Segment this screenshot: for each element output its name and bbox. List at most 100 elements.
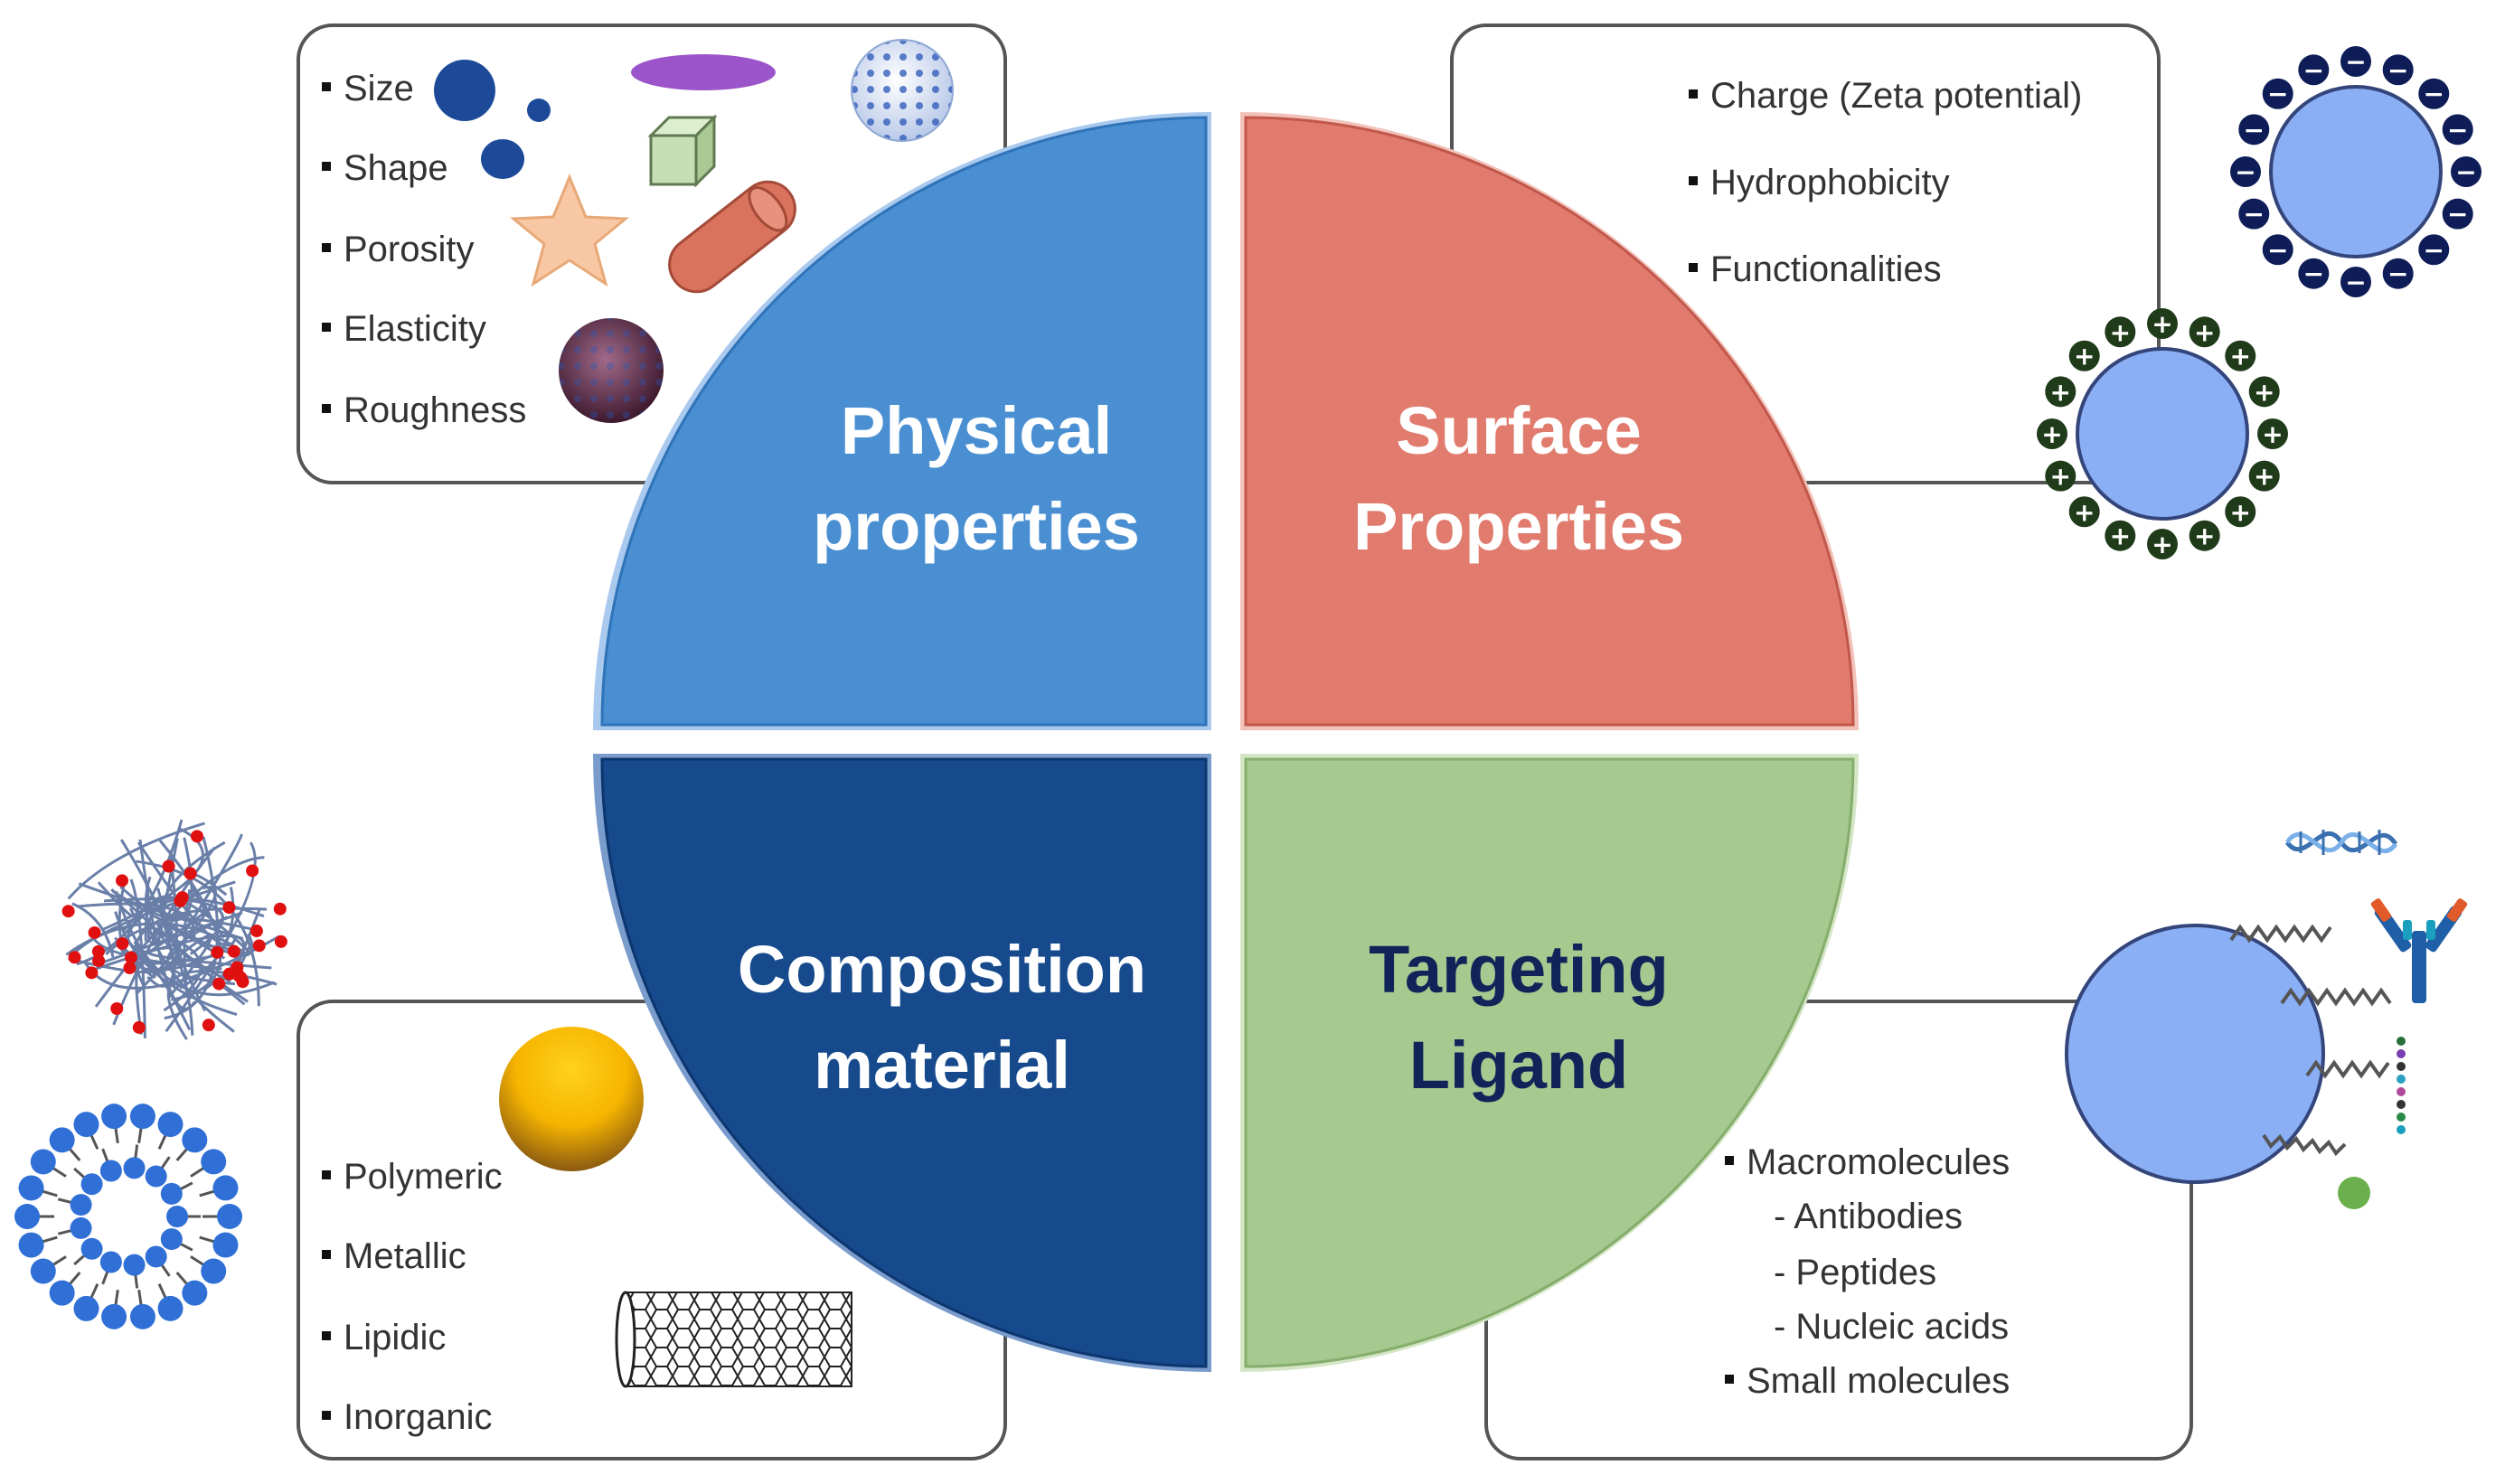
negative-charge-symbol: − xyxy=(2303,259,2324,289)
negative-charge-symbol: − xyxy=(2244,115,2265,145)
size-medium-particle-icon xyxy=(481,139,524,179)
negative-charge-bead xyxy=(2298,54,2330,86)
lipid-head xyxy=(129,1303,155,1329)
positive-charge-symbol: + xyxy=(2230,497,2251,527)
negative-charge-symbol: − xyxy=(2345,47,2366,77)
polymer-drug-dot xyxy=(88,925,101,939)
cube-shape-icon xyxy=(647,114,718,188)
negative-charge-symbol: − xyxy=(2303,55,2324,85)
liposome-icon xyxy=(14,1104,242,1329)
positive-charge-bead xyxy=(2189,520,2220,551)
negative-charge-symbol: − xyxy=(2267,80,2288,109)
physical-item-size: Size xyxy=(322,69,414,109)
negative-charge-symbol: − xyxy=(2387,55,2408,85)
lipid-head xyxy=(101,1104,127,1130)
lipid-head xyxy=(49,1280,75,1306)
composition-item-lipidic: Lipidic xyxy=(322,1318,446,1358)
negatively-charged-particle-icon: −−−−−−−−−−−−−−−− xyxy=(2230,46,2481,297)
composition-title-line2: material xyxy=(814,1028,1070,1103)
targeted-nanoparticle-icon xyxy=(2065,830,2468,1209)
physical-item-shape: Shape xyxy=(322,148,448,189)
negative-charge-symbol: − xyxy=(2267,235,2288,265)
lipid-head xyxy=(30,1149,56,1175)
positively-charged-particle-icon: ++++++++++++++++ xyxy=(2037,308,2288,559)
targeting-item-small-molecules: Small molecules xyxy=(1725,1361,2010,1402)
surface-item-charge: Charge (Zeta potential) xyxy=(1689,76,2082,117)
polymer-strand xyxy=(112,846,216,1026)
linker-small-molecule xyxy=(2262,1133,2347,1157)
quadrant-physical-shape xyxy=(600,116,1208,727)
positive-charge-symbol: + xyxy=(2152,309,2172,339)
negative-charge-symbol: − xyxy=(2424,235,2444,265)
polymer-strand xyxy=(91,934,246,972)
positive-charge-bead xyxy=(2068,340,2100,371)
antibody-icon xyxy=(2370,898,2468,1003)
negative-charge-symbol: − xyxy=(2447,115,2468,145)
negative-charge-bead xyxy=(2451,156,2481,187)
negative-charge-bead xyxy=(2262,78,2293,109)
quadrant-composition-shape xyxy=(600,757,1208,1368)
composition-item-metallic: Metallic xyxy=(322,1236,466,1277)
polymer-drug-dot xyxy=(175,891,189,905)
lipid-head xyxy=(217,1204,242,1229)
targeting-item-nucleic-acids: - Nucleic acids xyxy=(1774,1307,2010,1347)
lipid-head xyxy=(123,1157,146,1179)
composition-title-line1: Composition xyxy=(737,932,1147,1007)
lipid-head xyxy=(182,1127,208,1153)
positive-charge-symbol: + xyxy=(2050,377,2071,407)
physical-title-line1: Physical xyxy=(840,393,1113,468)
positive-charge-bead xyxy=(2248,376,2280,408)
positive-charge-bead xyxy=(2189,316,2220,348)
carbon-nanotube-icon xyxy=(615,1291,852,1388)
negative-charge-symbol: − xyxy=(2345,268,2366,297)
polymer-drug-dot xyxy=(92,954,106,968)
lipid-head xyxy=(73,1112,99,1138)
lipid-head xyxy=(166,1206,188,1227)
physical-item-elasticity: Elasticity xyxy=(322,309,486,350)
polymer-drug-dot xyxy=(191,830,204,843)
polymer-strand xyxy=(94,856,265,1008)
lipid-head xyxy=(160,1182,183,1205)
positive-charge-bead xyxy=(2037,418,2067,449)
positive-charge-symbol: + xyxy=(2262,419,2283,449)
polymer-drug-dot xyxy=(132,1020,146,1034)
targeting-item-peptides: - Peptides xyxy=(1774,1253,1937,1292)
polymer-drug-dot xyxy=(252,939,266,953)
polymer-drug-dot xyxy=(222,967,236,981)
positive-charge-bead xyxy=(2257,418,2288,449)
positive-charge-symbol: + xyxy=(2254,462,2274,492)
lipid-head xyxy=(212,1175,239,1201)
polymer-drug-dot xyxy=(222,901,236,915)
surface-item-functionalities: Functionalities xyxy=(1689,249,1942,290)
polymer-drug-dot xyxy=(202,1019,215,1032)
lipid-head xyxy=(129,1104,155,1130)
composition-material-title: Composition material xyxy=(707,922,1177,1113)
polymer-drug-dot xyxy=(211,945,224,959)
quadrant-surface-shape xyxy=(1244,116,1855,727)
lipid-head xyxy=(145,1245,167,1268)
surface-title-line1: Surface xyxy=(1396,393,1642,468)
composition-item-inorganic: Inorganic xyxy=(322,1397,493,1438)
negative-charge-bead xyxy=(2442,198,2473,230)
negative-charge-bead xyxy=(2298,258,2330,289)
negative-charge-symbol: − xyxy=(2244,200,2265,230)
polymer-drug-dot xyxy=(85,966,99,980)
polymer-strand xyxy=(160,841,231,983)
quadrant-physical-properties xyxy=(593,112,1211,730)
targeting-title-line1: Targeting xyxy=(1369,932,1669,1007)
negative-charge-bead xyxy=(2238,198,2270,230)
positive-charge-symbol: + xyxy=(2110,521,2131,551)
polymer-drug-dot xyxy=(273,902,287,916)
positive-charge-bead xyxy=(2105,316,2136,348)
size-shape-icons xyxy=(434,39,954,423)
lipid-head xyxy=(101,1303,127,1329)
metallic-gold-particle-icon xyxy=(499,1027,644,1171)
rod-shape-icon xyxy=(668,180,796,294)
negative-charge-symbol: − xyxy=(2455,157,2476,187)
positive-charge-symbol: + xyxy=(2152,530,2172,559)
negative-charge-symbol: − xyxy=(2235,157,2255,187)
lipid-head xyxy=(18,1232,44,1258)
positive-charge-bead xyxy=(2147,529,2178,559)
negative-charge-bead xyxy=(2230,156,2261,187)
